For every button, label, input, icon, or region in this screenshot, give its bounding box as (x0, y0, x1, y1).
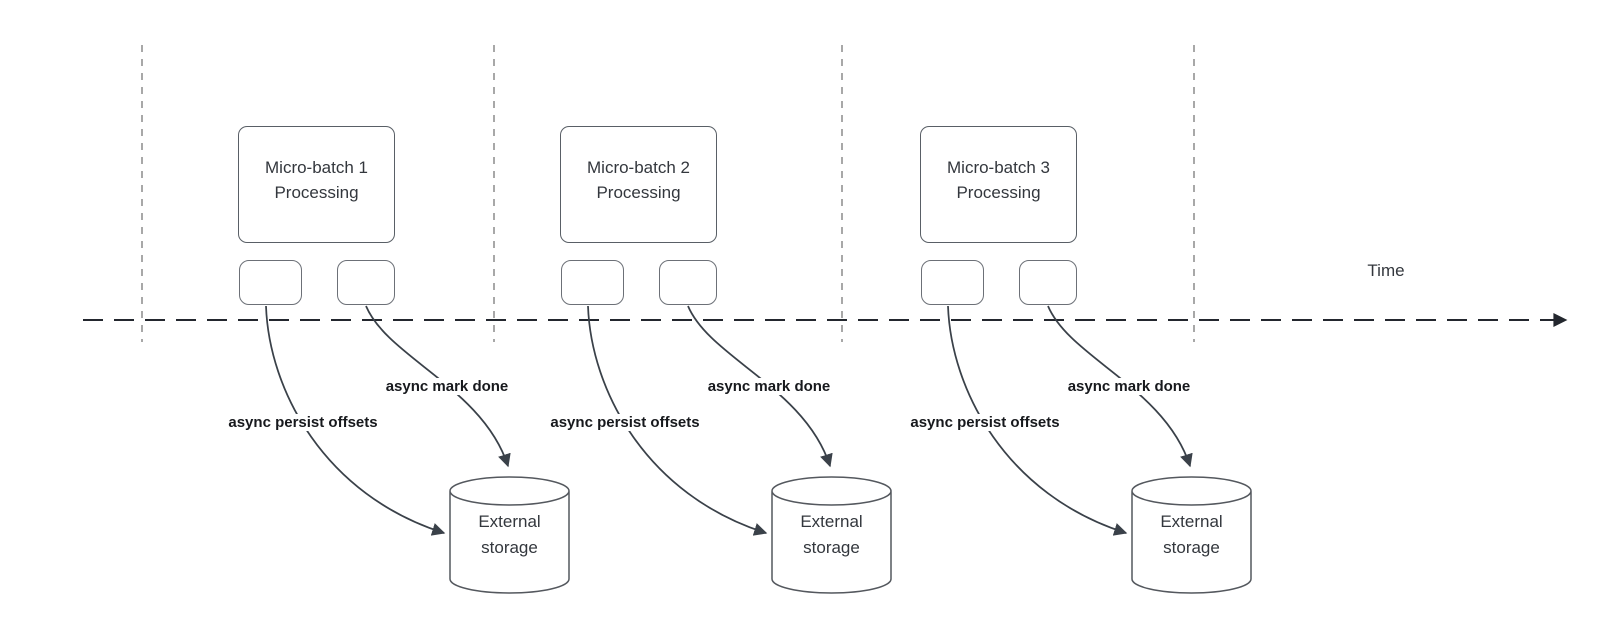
mark-done-label-text: async mark done (383, 378, 511, 395)
done-task-box-3 (1019, 260, 1077, 305)
persist-offsets-label-text: async persist offsets (908, 414, 1062, 431)
persist-offsets-arrow-1 (265, 305, 446, 536)
done-task-box-2 (659, 260, 717, 305)
mark-done-label-1: async mark done (337, 378, 557, 395)
external-storage-label-1: External storage (478, 512, 541, 557)
mark-done-label-3: async mark done (1019, 378, 1239, 395)
external-storage-cylinder-3 (1131, 476, 1252, 594)
time-axis-label: Time (1367, 261, 1405, 280)
offset-task-box-2 (561, 260, 624, 305)
persist-offsets-arrow-3 (947, 305, 1128, 536)
mark-done-arrow-1 (365, 305, 511, 468)
persist-offsets-arrow-2 (587, 305, 768, 536)
micro-batch-1-processing-box: Micro-batch 1 Processing (238, 126, 395, 243)
micro-batch-2-processing-box: Micro-batch 2 Processing (560, 126, 717, 243)
mark-done-label-text: async mark done (705, 378, 833, 395)
mark-done-arrow-3 (1047, 305, 1193, 468)
mark-done-label-text: async mark done (1065, 378, 1193, 395)
persist-offsets-label-text: async persist offsets (226, 414, 380, 431)
external-storage-cylinder-2 (771, 476, 892, 594)
external-storage-label-3: External storage (1160, 512, 1223, 557)
persist-offsets-label-1: async persist offsets (193, 414, 413, 431)
persist-offsets-label-text: async persist offsets (548, 414, 702, 431)
offset-task-box-1 (239, 260, 302, 305)
mark-done-arrow-2 (687, 305, 833, 468)
mark-done-label-2: async mark done (659, 378, 879, 395)
persist-offsets-label-2: async persist offsets (515, 414, 735, 431)
done-task-box-1 (337, 260, 395, 305)
micro-batch-3-processing-box: Micro-batch 3 Processing (920, 126, 1077, 243)
offset-task-box-3 (921, 260, 984, 305)
external-storage-label-2: External storage (800, 512, 863, 557)
persist-offsets-label-3: async persist offsets (875, 414, 1095, 431)
external-storage-cylinder-1 (449, 476, 570, 594)
